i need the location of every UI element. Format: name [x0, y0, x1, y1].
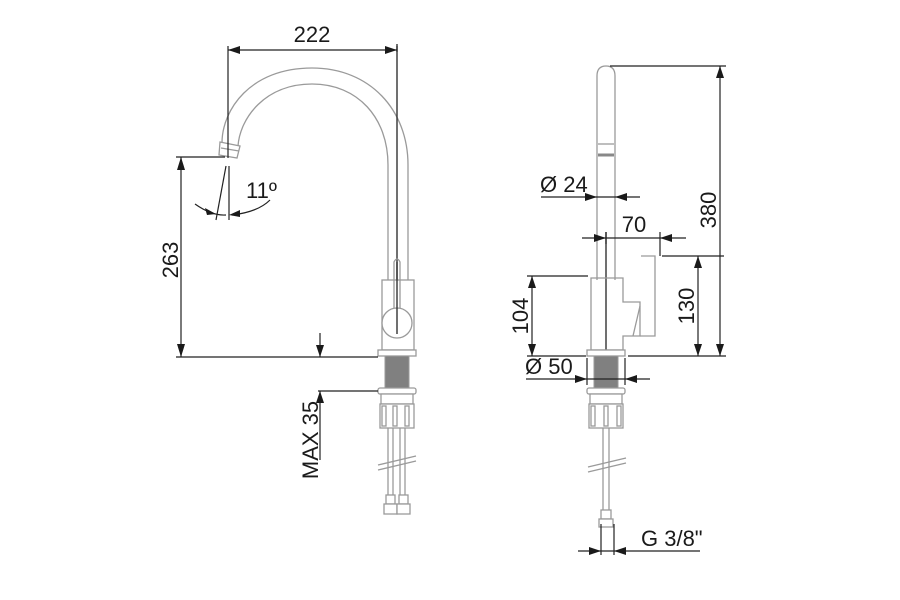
front-base — [377, 349, 417, 429]
label-104: 104 — [508, 298, 533, 335]
spout-arch — [218, 67, 409, 280]
dim-spout-reach: 222 — [227, 22, 398, 158]
side-view: Ø 24 70 380 130 — [508, 65, 726, 555]
label-dia-50: Ø 50 — [525, 354, 573, 379]
dim-spout-height: 263 — [158, 156, 378, 358]
label-dia-24: Ø 24 — [540, 172, 588, 197]
side-body — [590, 255, 656, 351]
dim-body-height: 104 — [508, 275, 726, 357]
side-hose — [587, 428, 627, 528]
dim-base-diameter: Ø 50 — [525, 354, 650, 385]
dim-handle-offset: 70 — [582, 212, 686, 256]
label-70: 70 — [622, 212, 646, 237]
dim-spout-angle: 11º — [194, 165, 277, 221]
front-body — [381, 258, 415, 351]
label-380: 380 — [696, 192, 721, 229]
dim-spout-diameter: Ø 24 — [540, 172, 640, 201]
dim-max-deck: MAX 35 — [298, 333, 378, 479]
side-spout — [596, 65, 616, 280]
front-hoses — [377, 428, 417, 515]
label-263: 263 — [158, 242, 183, 279]
dim-total-height: 380 — [610, 65, 726, 356]
side-base — [586, 349, 626, 429]
label-g-3-8: G 3/8" — [641, 526, 703, 551]
dim-hose-connection: G 3/8" — [578, 524, 703, 555]
dim-handle-height: 130 — [662, 255, 724, 356]
label-130: 130 — [674, 288, 699, 325]
label-max-35: MAX 35 — [298, 401, 323, 479]
label-222: 222 — [294, 22, 331, 47]
front-view: 222 11º 263 MAX 35 — [158, 22, 417, 515]
label-11-degrees: 11º — [246, 178, 277, 203]
